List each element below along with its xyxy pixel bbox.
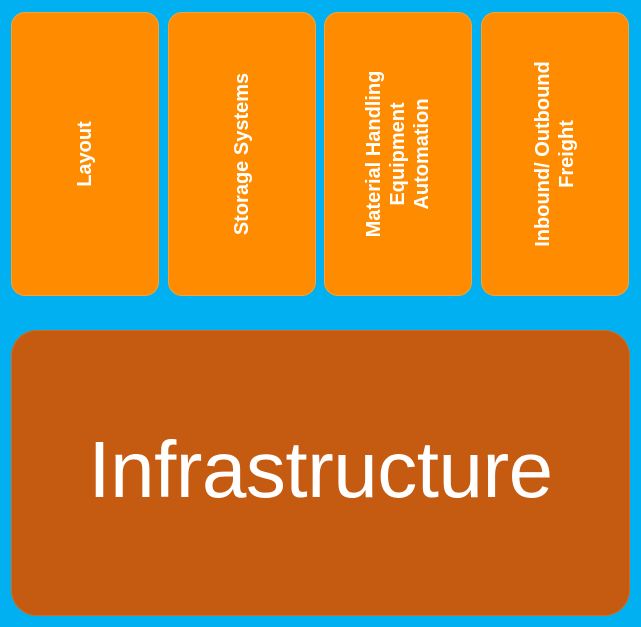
pillar-storage-systems: Storage Systems	[168, 12, 316, 296]
pillar-material-handling: Material Handling Equipment Automation	[324, 12, 472, 296]
pillar-material-handling-label: Material Handling Equipment Automation	[363, 70, 433, 238]
infrastructure-label: Infrastructure	[88, 425, 553, 514]
pillar-inbound-outbound-freight-label: Inbound/ Outbound Freight	[532, 61, 578, 247]
pillar-layout-label: Layout	[74, 121, 96, 187]
pillar-layout: Layout	[11, 12, 159, 296]
pillar-inbound-outbound-freight: Inbound/ Outbound Freight	[481, 12, 629, 296]
pillar-storage-systems-label: Storage Systems	[231, 72, 253, 236]
infrastructure-base: Infrastructure	[11, 330, 630, 616]
